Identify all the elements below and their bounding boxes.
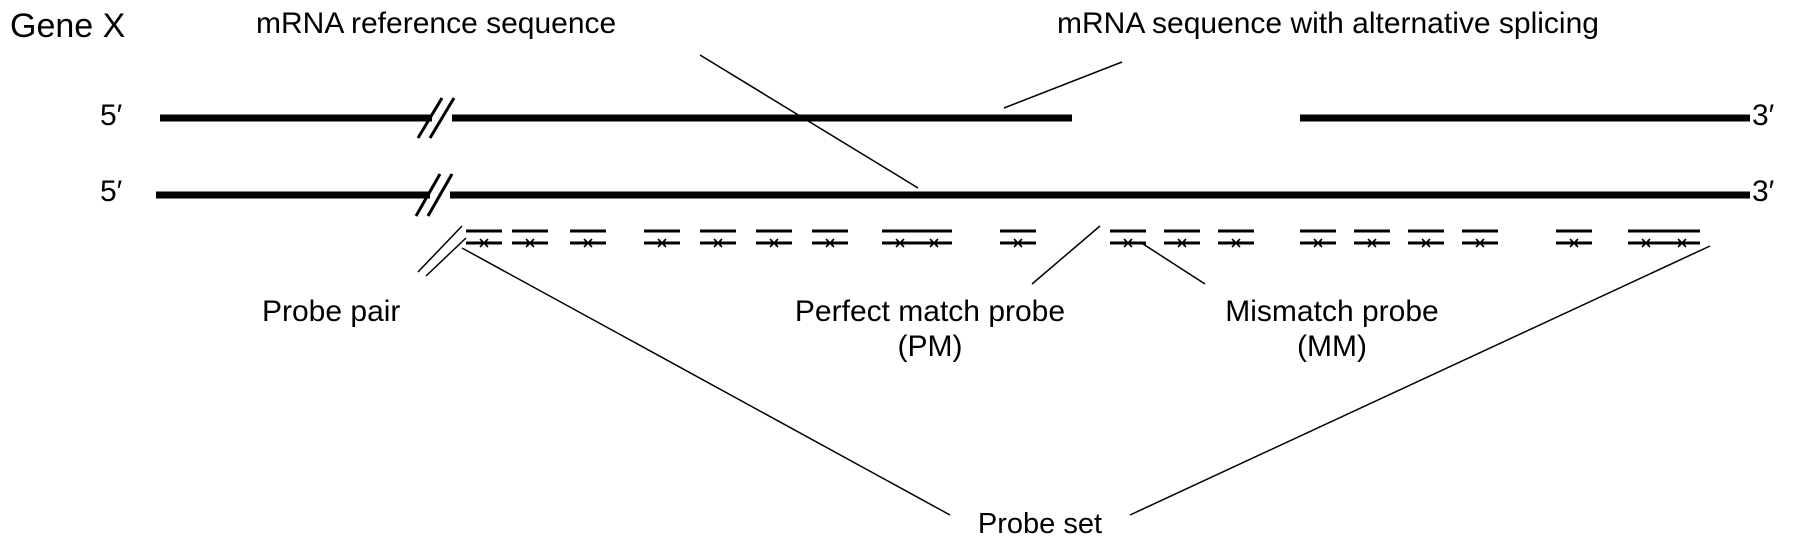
mismatch-mark-18-2 xyxy=(1569,238,1579,248)
alt-break-mark-1 xyxy=(416,97,444,139)
probe-pairs xyxy=(466,229,1700,248)
probe-set-callout-right xyxy=(1129,245,1711,516)
mismatch-mark-2-2 xyxy=(525,238,535,248)
probe-pair-callout-line-2 xyxy=(425,237,467,277)
mismatch-mark-17-2 xyxy=(1475,238,1485,248)
probe-set-label: Probe set xyxy=(977,508,1103,540)
mismatch-mark-19-2 xyxy=(1641,238,1651,248)
perfect-match-abbr: (PM) xyxy=(897,329,963,363)
alternative-splicing-label: mRNA sequence with alternative splicing xyxy=(1057,7,1599,40)
mismatch-mark-8-2 xyxy=(895,238,905,248)
mismatch-mark-20-2 xyxy=(1677,238,1687,248)
mismatch-mark-4-2 xyxy=(657,238,667,248)
alternative-callout-line xyxy=(1003,61,1123,109)
alt-break-mark-2 xyxy=(428,97,456,139)
perfect-match-callout-line xyxy=(1031,225,1101,285)
mismatch-mark-7-2 xyxy=(825,238,835,248)
ref-break-mark-2 xyxy=(426,173,454,217)
mismatch-mark-6-2 xyxy=(769,238,779,248)
mismatch-title: Mismatch probe xyxy=(1225,295,1439,328)
probe-pair-callout-line-1 xyxy=(417,225,463,273)
five-prime-label-bottom: 5′ xyxy=(100,175,123,208)
mismatch-mark-14-2 xyxy=(1313,238,1323,248)
mismatch-mark-9-2 xyxy=(929,238,939,248)
ref-break-mark-1 xyxy=(414,173,442,217)
mismatch-mark-10-2 xyxy=(1013,238,1023,248)
mismatch-mark-11-2 xyxy=(1123,238,1133,248)
mismatch-abbr: (MM) xyxy=(1297,329,1367,363)
three-prime-label-top: 3′ xyxy=(1752,99,1775,132)
gene-title: Gene X xyxy=(10,7,126,45)
mismatch-label: Mismatch probe (MM) xyxy=(1172,295,1492,364)
mismatch-callout-line xyxy=(1139,241,1206,285)
probe-set-callout-left xyxy=(461,247,951,516)
mismatch-mark-12-2 xyxy=(1177,238,1187,248)
mismatch-mark-13-2 xyxy=(1231,238,1241,248)
perfect-match-title: Perfect match probe xyxy=(794,295,1066,328)
mismatch-mark-1-2 xyxy=(479,238,489,248)
reference-callout-line xyxy=(699,54,919,189)
perfect-match-label: Perfect match probe (PM) xyxy=(740,295,1120,364)
five-prime-label-top: 5′ xyxy=(100,99,123,132)
mismatch-mark-16-2 xyxy=(1421,238,1431,248)
mismatch-mark-15-2 xyxy=(1367,238,1377,248)
reference-sequence-label: mRNA reference sequence xyxy=(256,7,617,40)
probe-pair-label: Probe pair xyxy=(262,295,401,328)
three-prime-label-bottom: 3′ xyxy=(1752,175,1775,208)
mismatch-mark-3-2 xyxy=(583,238,593,248)
mismatch-mark-5-2 xyxy=(713,238,723,248)
